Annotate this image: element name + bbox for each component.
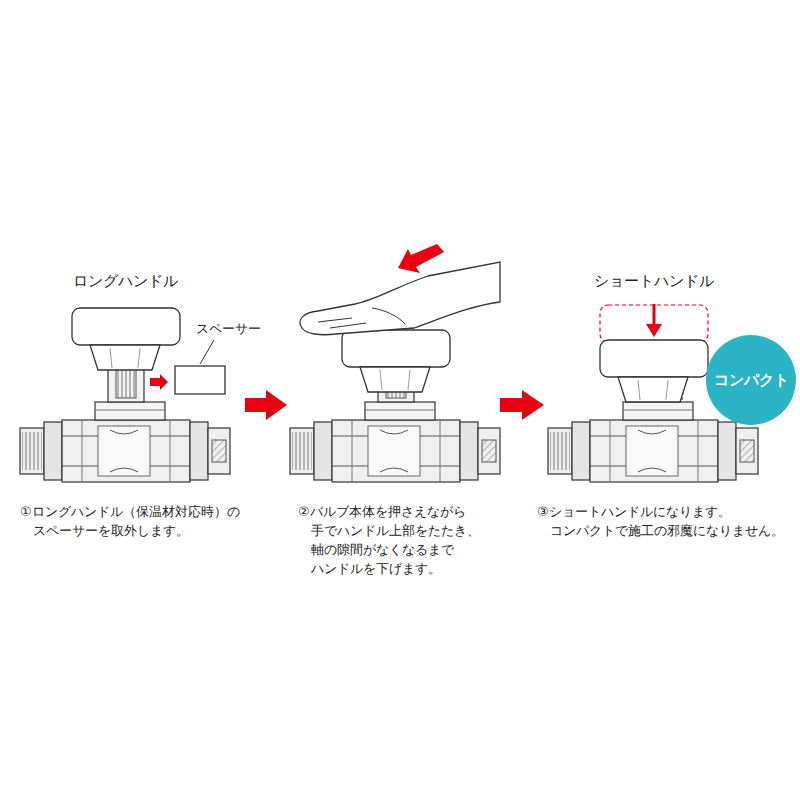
step-caption: ①ロングハンドル（保温材対応時）の スペーサーを取外します。	[20, 503, 273, 541]
badge-circle: コンパクト	[706, 335, 796, 425]
part-heading: ロングハンドル	[73, 272, 178, 290]
part-label: スペーサー	[196, 321, 261, 337]
part-heading: ショートハンドル	[594, 272, 714, 290]
step-caption: ③ショートハンドルになります。 コンパクトで施工の邪魔になりません。	[537, 503, 796, 541]
badge-text: コンパクト	[714, 371, 789, 390]
step-caption: ②バルブ本体を押さえながら 手でハンドル上部をたたき、 軸の隙間がなくなるまで …	[298, 503, 533, 578]
